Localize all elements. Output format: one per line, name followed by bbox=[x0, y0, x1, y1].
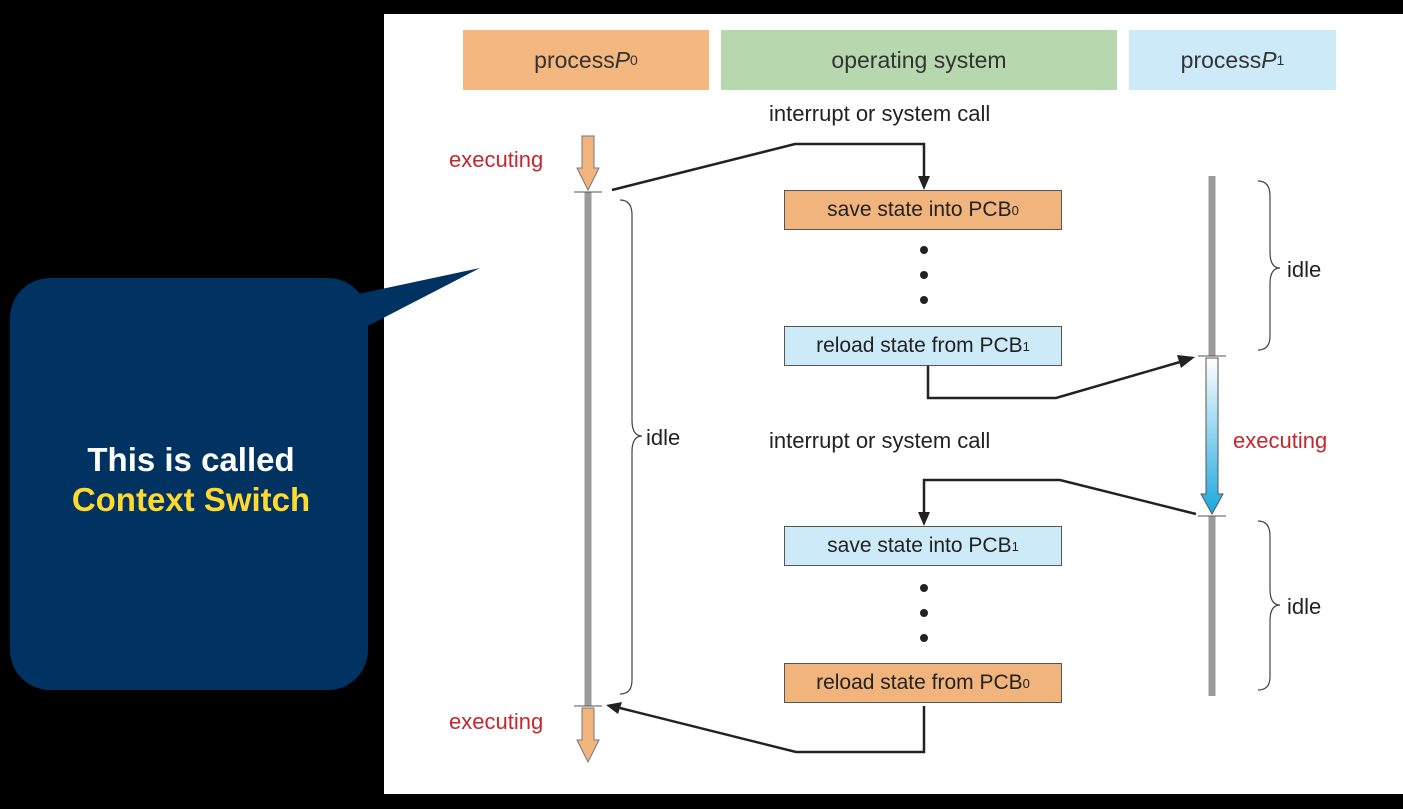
p1-idle-brace-top bbox=[1257, 180, 1281, 351]
callout-text: This is called Context Switch bbox=[14, 440, 368, 520]
label-executing-p1: executing bbox=[1233, 428, 1328, 453]
flow-arrowhead-p0 bbox=[606, 702, 622, 714]
flow-arrowhead-save1 bbox=[918, 512, 930, 526]
header-operating-system: operating system bbox=[721, 30, 1117, 90]
callout-line-2: Context Switch bbox=[71, 481, 311, 518]
flow-arrowhead-p1 bbox=[1177, 355, 1195, 368]
label-idle-p1-top: idle bbox=[1287, 257, 1322, 282]
flow-p1-to-os bbox=[922, 478, 1197, 516]
flow-p0-to-os bbox=[611, 142, 926, 192]
label-idle-p1-bottom: idle bbox=[1287, 594, 1322, 619]
p0-idle-brace bbox=[619, 199, 643, 695]
label-interrupt-mid: interrupt or system call bbox=[769, 428, 991, 453]
label-executing-p0-top: executing bbox=[449, 147, 544, 172]
flow-os-to-p1 bbox=[926, 360, 1181, 400]
label-interrupt-top: interrupt or system call bbox=[769, 101, 991, 126]
p1-idle-brace-bottom bbox=[1257, 520, 1281, 691]
flow-arrowhead-save0 bbox=[918, 176, 930, 190]
label-executing-p0-bottom: executing bbox=[449, 709, 544, 734]
callout-line-1: This is called bbox=[87, 441, 295, 478]
ellipsis-dots-top bbox=[920, 246, 928, 304]
p0-executing-arrow-bottom bbox=[576, 707, 600, 764]
label-idle-p0: idle bbox=[646, 425, 681, 450]
callout-bubble bbox=[10, 268, 480, 690]
ellipsis-dots-bottom bbox=[920, 584, 928, 642]
p1-executing-arrow bbox=[1200, 357, 1224, 516]
flow-os-to-p0 bbox=[619, 706, 926, 754]
p0-executing-arrow-top bbox=[576, 135, 600, 192]
